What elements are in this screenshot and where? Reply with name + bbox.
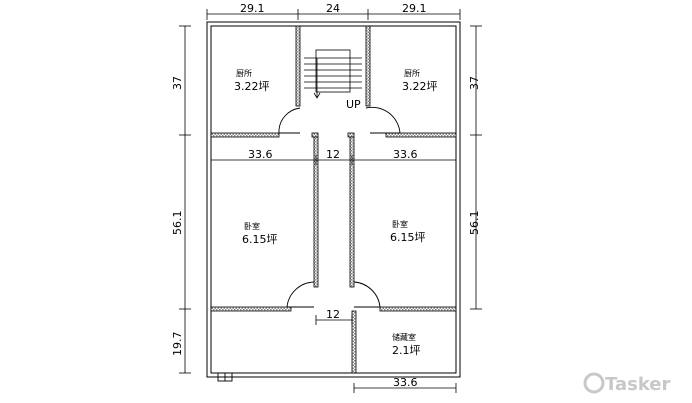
dimension-lines [179, 9, 482, 393]
wall-stair-left [295, 25, 301, 107]
wall-mid-top-left [210, 132, 280, 138]
watermark: Tasker [583, 372, 671, 395]
watermark-logo-icon [583, 372, 605, 394]
wall-mid-top-right [385, 132, 457, 138]
room-name-storage: 储藏室 [392, 332, 416, 342]
dim-right-2: 56.1 [468, 211, 481, 236]
wall-corridor-right [349, 136, 355, 288]
dimension-labels: 29.1 24 29.1 37 56.1 19.7 37 56.1 33.6 1… [171, 2, 481, 389]
outer-wall-outer [206, 21, 461, 378]
wall-stair-right [365, 25, 371, 107]
wall-low-left [210, 306, 292, 312]
wall-low-right [379, 306, 457, 312]
dim-top-1: 29.1 [240, 2, 265, 15]
dim-top-3: 29.1 [402, 2, 427, 15]
door-swings [217, 106, 401, 382]
room-area-storage: 2.1坪 [392, 344, 421, 357]
room-area-bedroom-left: 6.15坪 [242, 233, 278, 246]
wall-corridor-left [313, 136, 319, 288]
wall-store-left [351, 310, 357, 374]
room-name-kitchen-right: 厨所 [404, 68, 420, 78]
room-area-kitchen-left: 3.22坪 [234, 80, 270, 93]
dim-corridor-low: 12 [326, 308, 340, 321]
dim-left-3: 19.7 [171, 332, 184, 357]
room-area-bedroom-right: 6.15坪 [390, 231, 426, 244]
watermark-text: Tasker [605, 374, 671, 395]
room-name-bedroom-left: 卧室 [244, 221, 260, 231]
stair-up-label: UP [346, 98, 361, 111]
stairs-outline [315, 49, 351, 93]
room-name-kitchen-left: 厨所 [236, 68, 252, 78]
dim-right-1: 37 [468, 76, 481, 90]
dim-inner-1: 33.6 [248, 148, 273, 161]
dim-inner-3: 33.6 [393, 148, 418, 161]
outer-walls [206, 21, 461, 378]
dim-top-2: 24 [326, 2, 340, 15]
dim-inner-2: 12 [326, 148, 340, 161]
dim-left-1: 37 [171, 76, 184, 90]
room-area-kitchen-right: 3.22坪 [402, 80, 438, 93]
room-labels: 厨所 3.22坪 厨所 3.22坪 卧室 6.15坪 卧室 6.15坪 储藏室 … [234, 68, 438, 357]
stairs [304, 49, 362, 99]
partition-walls [210, 25, 457, 374]
wall-mid-top-center [311, 132, 319, 138]
wall-mid-top-center2 [347, 132, 355, 138]
room-name-bedroom-right: 卧室 [392, 219, 408, 229]
outer-wall-inner [210, 25, 457, 374]
dim-bottom: 33.6 [393, 376, 418, 389]
dim-left-2: 56.1 [171, 211, 184, 236]
